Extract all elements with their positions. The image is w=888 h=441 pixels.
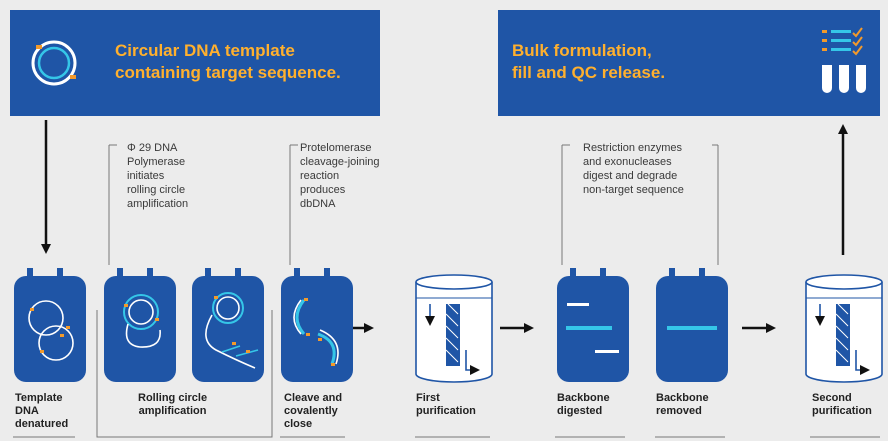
label-removed: Backbone removed bbox=[656, 392, 709, 418]
banner-line: containing target sequence. bbox=[115, 63, 341, 82]
label-second: Second purification bbox=[812, 392, 872, 418]
vessel-digested bbox=[557, 268, 629, 382]
note-line: digest and degrade bbox=[583, 170, 678, 182]
note-restriction: Restriction enzymes and exonucleases dig… bbox=[583, 141, 684, 197]
label-line: First bbox=[416, 392, 440, 404]
label-line: purification bbox=[812, 405, 872, 417]
label-line: removed bbox=[656, 405, 702, 417]
note-line: dbDNA bbox=[300, 198, 336, 210]
note-line: reaction bbox=[300, 170, 340, 182]
note-line: rolling circle bbox=[127, 184, 186, 196]
note-line: Restriction enzymes bbox=[583, 142, 683, 154]
note-line: amplification bbox=[127, 198, 189, 210]
note-line: cleavage-joining bbox=[300, 156, 380, 168]
vessel-removed bbox=[656, 268, 728, 382]
label-line: denatured bbox=[15, 418, 69, 430]
label-line: close bbox=[284, 418, 313, 430]
banner-line: Bulk formulation, bbox=[512, 41, 652, 60]
label-digested: Backbone digested bbox=[557, 392, 610, 418]
vessel-rolling-1 bbox=[104, 268, 176, 382]
vessel-rolling-2 bbox=[192, 268, 264, 382]
vessel-template bbox=[14, 268, 86, 382]
label-line: covalently bbox=[284, 405, 338, 417]
label-cleave: Cleave and covalently close bbox=[284, 392, 342, 431]
note-line: Polymerase bbox=[127, 156, 186, 168]
label-template: Template DNA denatured bbox=[15, 392, 68, 431]
label-line: DNA bbox=[15, 405, 39, 417]
note-line: Protelomerase bbox=[300, 142, 372, 154]
purification-column-second bbox=[805, 274, 883, 383]
note-line: produces bbox=[300, 184, 346, 196]
label-line: amplification bbox=[138, 405, 207, 417]
label-line: digested bbox=[557, 405, 603, 417]
label-rolling: Rolling circle amplification bbox=[138, 392, 207, 418]
purification-column-first bbox=[415, 274, 493, 383]
label-line: Cleave and bbox=[284, 392, 343, 404]
note-line: Φ 29 DNA bbox=[127, 142, 178, 154]
banner-bulk-formulation: Bulk formulation, fill and QC release. bbox=[498, 10, 880, 116]
note-line: and exonucleases bbox=[583, 156, 672, 168]
label-line: Rolling circle bbox=[138, 392, 208, 404]
label-first: First purification bbox=[416, 392, 476, 418]
note-protelomerase: Protelomerase cleavage-joining reaction … bbox=[300, 141, 380, 211]
label-line: Backbone bbox=[557, 392, 610, 404]
vessel-cleave bbox=[281, 268, 353, 382]
rolling-group-bracket bbox=[96, 310, 273, 438]
note-polymerase: Φ 29 DNA Polymerase initiates rolling ci… bbox=[127, 141, 188, 211]
note-line: non-target sequence bbox=[583, 184, 684, 196]
note-line: initiates bbox=[127, 170, 165, 182]
checklist-tubes-icon bbox=[822, 27, 866, 93]
label-line: Backbone bbox=[656, 392, 709, 404]
label-line: Second bbox=[812, 392, 852, 404]
banner-line: Circular DNA template bbox=[115, 41, 295, 60]
bracket bbox=[561, 144, 719, 265]
label-line: purification bbox=[416, 405, 476, 417]
banner-line: fill and QC release. bbox=[512, 63, 666, 82]
label-line: Template bbox=[15, 392, 63, 404]
banner-circular-template: Circular DNA template containing target … bbox=[10, 10, 380, 116]
circular-dna-icon bbox=[31, 40, 77, 86]
